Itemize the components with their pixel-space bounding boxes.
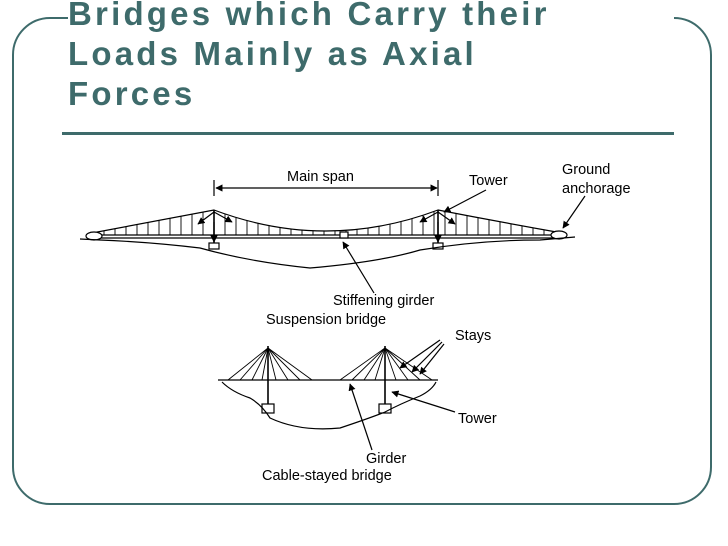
tower-leader — [443, 189, 487, 213]
stays-right — [339, 347, 433, 381]
stays-leader-2 — [411, 341, 443, 373]
cs-pier-left — [261, 403, 275, 414]
pier-left — [208, 242, 220, 250]
label-tower-top: Tower — [469, 173, 508, 189]
girder-leader — [348, 383, 373, 451]
label-girder: Girder — [366, 451, 406, 467]
stay-cable — [339, 347, 386, 381]
stay-cable — [261, 347, 269, 381]
cable-stayed-bridge — [218, 339, 456, 451]
cs-tower-leader — [391, 390, 456, 413]
tower-left-force-2 — [213, 211, 233, 223]
stay-cable — [374, 347, 386, 381]
anchorage-right — [550, 230, 568, 240]
title-underline — [62, 132, 674, 135]
stay-cable — [363, 347, 386, 381]
tower-left-force-1 — [197, 211, 215, 225]
stay-cable — [251, 347, 269, 381]
anchorage-left — [85, 231, 103, 241]
stay-cable — [384, 347, 409, 381]
label-main-span: Main span — [287, 169, 354, 185]
suspension-bridge — [79, 180, 586, 294]
label-anchorage: anchorage — [562, 181, 631, 197]
stays-leader-3 — [419, 343, 445, 375]
cable-stayed-ground — [221, 381, 437, 430]
label-stays: Stays — [455, 328, 491, 344]
main-cable — [91, 209, 563, 234]
girder-joint — [339, 231, 349, 239]
stay-cable — [267, 347, 313, 381]
title-line-2: Loads Mainly as Axial — [68, 35, 477, 72]
title-line-3: Forces — [68, 75, 196, 112]
stay-cable — [239, 347, 269, 381]
stay-cable — [384, 347, 397, 381]
stays-left — [227, 347, 313, 381]
label-tower-bottom: Tower — [458, 411, 497, 427]
stays-leader-1 — [399, 339, 441, 369]
stay-cable — [384, 347, 433, 381]
tower-right-force-1 — [419, 211, 439, 223]
label-ground: Ground — [562, 162, 610, 178]
suspension-ground — [79, 236, 576, 269]
label-suspension-bridge: Suspension bridge — [266, 312, 386, 328]
label-cable-stayed-bridge: Cable-stayed bridge — [262, 468, 392, 484]
slide-title: Bridges which Carry their Loads Mainly a… — [68, 0, 674, 114]
anchorage-leader — [562, 195, 586, 229]
label-stiffening-girder: Stiffening girder — [333, 293, 434, 309]
hangers — [103, 211, 556, 235]
title-line-1: Bridges which Carry their — [68, 0, 550, 32]
stay-cable — [267, 347, 289, 381]
stay-cable — [267, 347, 301, 381]
stay-cable — [227, 347, 269, 381]
stay-cable — [267, 347, 277, 381]
stay-cable — [351, 347, 386, 381]
tower-right-force-2 — [437, 211, 456, 225]
stiffening-girder-leader — [342, 241, 375, 294]
